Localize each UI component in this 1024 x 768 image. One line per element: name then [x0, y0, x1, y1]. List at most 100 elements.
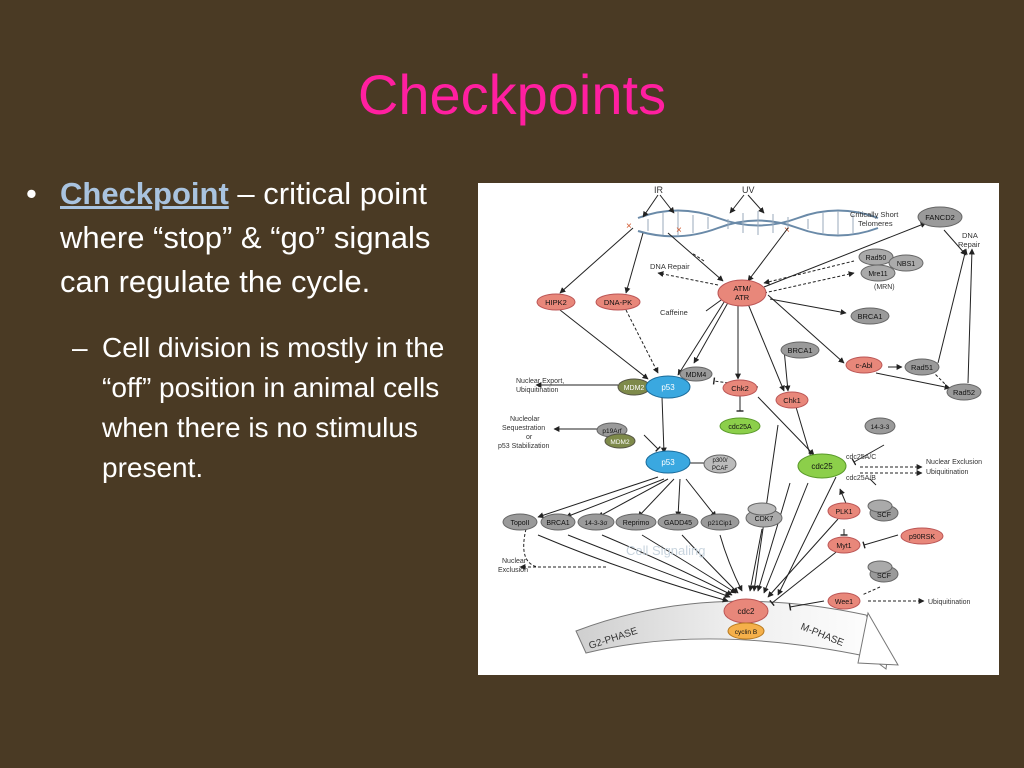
- bullet-list: • Checkpoint – critical point where “sto…: [26, 172, 446, 488]
- brca1-mid-node: BRCA1: [780, 341, 820, 359]
- chk2-node: Chk2: [722, 379, 758, 397]
- brca1-top-node: BRCA1: [850, 307, 890, 325]
- svg-text:SCF: SCF: [877, 573, 891, 580]
- svg-text:Rad52: Rad52: [953, 388, 975, 397]
- ubiquitination-right-label: Ubiquitination: [926, 469, 969, 476]
- cdk7-node: CDK7: [745, 502, 783, 528]
- phase-band-arrowhead: [857, 611, 899, 666]
- mre11-node: Mre11: [860, 264, 896, 282]
- nuclear-export-label-2: Ubiquitination: [516, 387, 559, 394]
- svg-text:BRCA1: BRCA1: [787, 346, 812, 355]
- cdc2-node: cdc2: [723, 598, 769, 624]
- svg-text:cdc25: cdc25: [811, 462, 833, 471]
- svg-text:p53: p53: [661, 383, 675, 392]
- bullet-item: • Checkpoint – critical point where “sto…: [26, 172, 446, 304]
- svg-text:PCAF: PCAF: [712, 466, 728, 472]
- svg-text:MDM4: MDM4: [686, 372, 707, 379]
- uv-label: UV: [742, 185, 755, 195]
- checkpoint-link[interactable]: Checkpoint: [60, 176, 229, 211]
- svg-text:cdc2: cdc2: [738, 607, 755, 616]
- svg-text:BRCA1: BRCA1: [857, 312, 882, 321]
- svg-text:14-3-3: 14-3-3: [871, 424, 890, 431]
- topoii-node: TopoII: [502, 513, 538, 531]
- bullet-text: – critical point where “stop” & “go” sig…: [60, 176, 431, 299]
- nbs1-node: NBS1: [888, 254, 924, 272]
- svg-text:GADD45: GADD45: [664, 520, 692, 527]
- ir-label: IR: [654, 185, 664, 195]
- svg-text:Chk2: Chk2: [731, 384, 749, 393]
- cyclin-b-node: cyclin B: [727, 622, 765, 640]
- 14-3-3-sigma-node: 14-3-3σ: [577, 513, 615, 531]
- svg-text:TopoII: TopoII: [510, 520, 529, 527]
- atm-atr-node: ATM/ ATR: [717, 279, 767, 307]
- rad52-node: Rad52: [946, 383, 982, 401]
- nuclear-exclusion-left-label-1: Nuclear: [502, 558, 527, 565]
- nuclear-exclusion-right-label: Nuclear Exclusion: [926, 459, 982, 466]
- scf-a-node: SCF: [867, 499, 899, 522]
- plk1-node: PLK1: [827, 502, 861, 520]
- cdc25ac-label: cdc25A/C: [846, 454, 876, 461]
- dna-helix-icon: [637, 209, 879, 238]
- svg-text:Rad50: Rad50: [866, 255, 887, 262]
- mdm2-a-node: MDM2: [617, 378, 651, 396]
- damage-mark-3: ×: [784, 225, 790, 236]
- dna-repair-right-label-2: Repair: [958, 240, 981, 249]
- slide-title: Checkpoints: [357, 63, 667, 126]
- nucleolar-label-2: Sequestration: [502, 425, 545, 432]
- cdc25-node: cdc25: [797, 453, 847, 479]
- cell-signaling-watermark: Cell Signaling: [626, 543, 706, 558]
- svg-text:14-3-3σ: 14-3-3σ: [585, 520, 608, 527]
- svg-text:p90RSK: p90RSK: [909, 534, 935, 541]
- svg-text:CDK7: CDK7: [755, 516, 774, 523]
- mdm2-b-node: MDM2: [604, 433, 636, 449]
- cdc25ab-label: cdc25A/B: [846, 475, 876, 482]
- fancd2-node: FANCD2: [917, 206, 963, 228]
- svg-text:p21Cip1: p21Cip1: [708, 520, 733, 527]
- 14-3-3-right-node: 14-3-3: [864, 417, 896, 435]
- svg-text:NBS1: NBS1: [897, 261, 915, 268]
- dna-repair-right-label-1: DNA: [962, 231, 978, 240]
- p90rsk-node: p90RSK: [900, 527, 944, 545]
- cdc25a-node: cdc25A: [719, 417, 761, 435]
- svg-text:ATM/: ATM/: [733, 284, 751, 293]
- hipk2-node: HIPK2: [536, 293, 576, 311]
- pathway-svg: G2-PHASE M-PHASE IR UV × × × Critically …: [498, 185, 982, 670]
- rad51-node: Rad51: [904, 358, 940, 376]
- mrn-label: (MRN): [874, 284, 895, 291]
- svg-text:PLK1: PLK1: [835, 509, 852, 516]
- p53-a-node: p53: [645, 375, 691, 399]
- svg-text:c-Abl: c-Abl: [855, 361, 872, 370]
- bullet-marker: •: [26, 176, 37, 211]
- scf-b-node: SCF: [867, 560, 899, 583]
- brca1-bottom-node: BRCA1: [540, 513, 576, 531]
- svg-text:Reprimo: Reprimo: [623, 520, 650, 527]
- wee1-node: Wee1: [827, 592, 861, 610]
- svg-text:MDM2: MDM2: [610, 439, 630, 446]
- svg-text:FANCD2: FANCD2: [925, 213, 955, 222]
- svg-text:Rad51: Rad51: [911, 363, 933, 372]
- svg-text:BRCA1: BRCA1: [546, 520, 569, 527]
- dna-pk-node: DNA-PK: [595, 293, 641, 311]
- dna-repair-top-label: DNA Repair: [650, 262, 690, 271]
- subbullet-text: Cell division is mostly in the “off” pos…: [102, 332, 445, 483]
- svg-text:Mre11: Mre11: [868, 271, 887, 278]
- svg-text:Myt1: Myt1: [836, 543, 851, 550]
- subbullet-item: – Cell division is mostly in the “off” p…: [26, 328, 446, 488]
- c-abl-node: c-Abl: [845, 356, 883, 374]
- myt1-node: Myt1: [827, 536, 861, 554]
- nucleolar-label-3: or: [526, 434, 533, 441]
- ubiquitination-bottom-label: Ubiquitination: [928, 599, 971, 606]
- caffeine-label: Caffeine: [660, 308, 688, 317]
- reprimo-node: Reprimo: [615, 513, 657, 531]
- rad50-node: Rad50: [858, 248, 894, 266]
- subbullet-marker: –: [72, 332, 88, 363]
- checkpoint-pathway-diagram: G2-PHASE M-PHASE IR UV × × × Critically …: [478, 183, 999, 675]
- svg-text:ATR: ATR: [735, 293, 750, 302]
- nucleolar-label-4: p53 Stabilization: [498, 443, 549, 450]
- svg-text:Chk1: Chk1: [783, 396, 801, 405]
- svg-text:MDM2: MDM2: [624, 385, 645, 392]
- svg-text:cdc25A: cdc25A: [728, 424, 752, 431]
- mdm4-node: MDM4: [679, 366, 713, 382]
- svg-text:cyclin B: cyclin B: [735, 629, 757, 636]
- p53-b-node: p53: [645, 450, 691, 474]
